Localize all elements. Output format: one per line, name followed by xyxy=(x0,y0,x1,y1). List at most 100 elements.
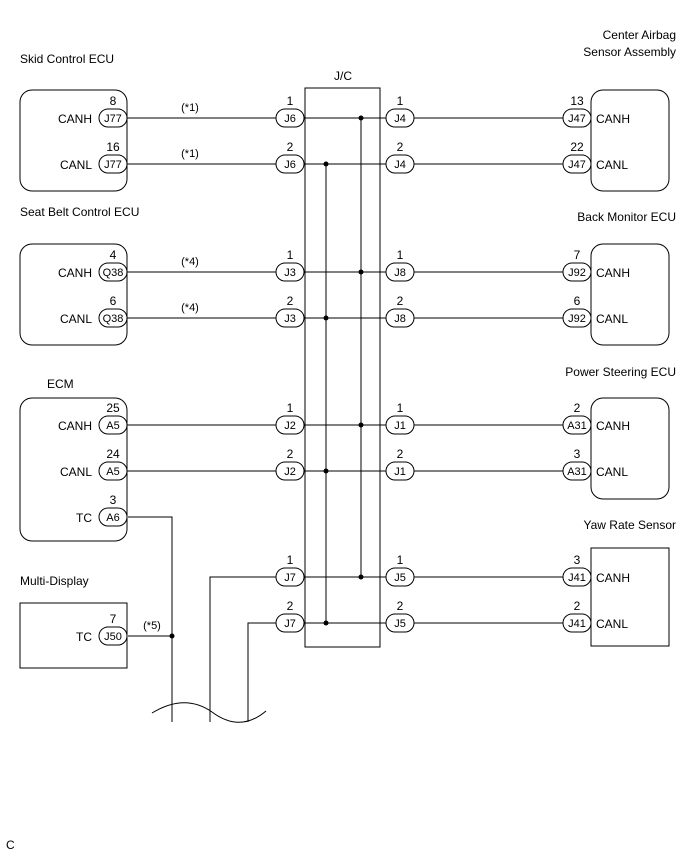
cut-wave-line xyxy=(151,702,267,723)
jc-left-pin-number: 2 xyxy=(287,447,294,461)
left-signal-label: CANL xyxy=(60,465,92,479)
jc-right-connector-label: J5 xyxy=(394,618,406,630)
wire-note: (*4) xyxy=(181,256,199,268)
right-signal-label: CANH xyxy=(596,266,630,280)
jc-right-connector-shape xyxy=(385,108,415,128)
jc-right-pin-number: 1 xyxy=(397,553,404,567)
right-component-title: Center Airbag xyxy=(603,28,676,42)
jc-left-pin-number: 1 xyxy=(287,401,294,415)
left-connector-label: A6 xyxy=(106,512,119,524)
jc-right-connector-label: J1 xyxy=(394,420,406,432)
right-signal-label: CANL xyxy=(596,617,628,631)
jc-left-connector-label: J7 xyxy=(284,618,296,630)
left-connector-label: A5 xyxy=(106,420,119,432)
right-pin-number: 13 xyxy=(570,94,584,108)
right-pin-number: 2 xyxy=(574,401,581,415)
left-pin-number: 16 xyxy=(106,140,120,154)
left-pin-number: 25 xyxy=(106,401,120,415)
left-pin-number: 6 xyxy=(110,294,117,308)
left-component-title: Skid Control ECU xyxy=(20,52,114,66)
left-signal-label: CANH xyxy=(58,419,92,433)
jc-left-connector-label: J7 xyxy=(284,572,296,584)
yaw-rate-sensor-box xyxy=(590,547,670,647)
jc-right-connector-shape xyxy=(385,415,415,435)
left-pin-number: 4 xyxy=(110,248,117,262)
right-pin-number: 6 xyxy=(574,294,581,308)
right-component-title: Sensor Assembly xyxy=(583,45,676,59)
jc-left-pin-number: 1 xyxy=(287,553,294,567)
left-pin-number: 7 xyxy=(110,612,117,626)
splice-dot xyxy=(323,468,329,474)
jc-right-connector-label: J1 xyxy=(394,466,406,478)
jc-right-connector-shape xyxy=(385,262,415,282)
left-pin-number: 3 xyxy=(110,493,117,507)
jc-right-connector-label: J8 xyxy=(394,313,406,325)
left-component-title: ECM xyxy=(47,377,74,391)
jc-right-pin-number: 1 xyxy=(397,401,404,415)
jc-left-pin-number: 2 xyxy=(287,140,294,154)
right-pin-number: 2 xyxy=(574,599,581,613)
jc-right-connector-label: J5 xyxy=(394,572,406,584)
left-component-title: Multi-Display xyxy=(20,574,89,588)
left-connector-shape xyxy=(98,626,128,646)
left-connector-label: J50 xyxy=(104,631,122,643)
right-connector-label: J47 xyxy=(568,113,586,125)
right-signal-label: CANL xyxy=(596,312,628,326)
right-connector-label: J92 xyxy=(568,313,586,325)
right-signal-label: CANH xyxy=(596,571,630,585)
jc-left-pin-number: 2 xyxy=(287,599,294,613)
left-pin-number: 8 xyxy=(110,94,117,108)
right-signal-label: CANH xyxy=(596,419,630,433)
jc-left-connector-label: J2 xyxy=(284,420,296,432)
back-monitor-ecu-box xyxy=(590,243,670,346)
jc-left-pin-number: 2 xyxy=(287,294,294,308)
jc-right-pin-number: 1 xyxy=(397,94,404,108)
right-pin-number: 22 xyxy=(570,140,584,154)
jc-left-connector-label: J3 xyxy=(284,267,296,279)
right-signal-label: CANL xyxy=(596,465,628,479)
left-signal-label: TC xyxy=(76,630,92,644)
left-pin-number: 24 xyxy=(106,447,120,461)
right-pin-number: 7 xyxy=(574,248,581,262)
splice-dot xyxy=(358,115,364,121)
jc-right-connector-shape xyxy=(385,613,415,633)
right-component-title: Yaw Rate Sensor xyxy=(584,518,677,532)
splice-dot xyxy=(323,315,329,321)
splice-dot xyxy=(323,161,329,167)
left-signal-label: CANH xyxy=(58,112,92,126)
jc-right-pin-number: 2 xyxy=(397,140,404,154)
right-pin-number: 3 xyxy=(574,553,581,567)
jc-left-pin-number: 1 xyxy=(287,94,294,108)
wire-note: (*1) xyxy=(181,148,199,160)
jc-right-pin-number: 1 xyxy=(397,248,404,262)
power-steering-ecu-box xyxy=(590,397,670,500)
tc-splice-dot xyxy=(169,633,175,639)
jc-right-connector-shape xyxy=(385,154,415,174)
left-connector-label: A5 xyxy=(106,466,119,478)
right-connector-label: A31 xyxy=(567,466,587,478)
tc-wire-ecm xyxy=(128,516,173,722)
left-component-title: Seat Belt Control ECU xyxy=(20,205,139,219)
jc-left-connector-label: J2 xyxy=(284,466,296,478)
right-connector-label: J47 xyxy=(568,159,586,171)
right-connector-label: J41 xyxy=(568,618,586,630)
right-signal-label: CANL xyxy=(596,158,628,172)
right-component-title: Back Monitor ECU xyxy=(577,210,676,224)
junction-connector-box xyxy=(304,87,381,648)
right-connector-label: J41 xyxy=(568,572,586,584)
jc-left-connector-label: J3 xyxy=(284,313,296,325)
splice-dot xyxy=(323,620,329,626)
wire-note: (*4) xyxy=(181,302,199,314)
wire-note: (*1) xyxy=(181,102,199,114)
jc-left-pin-number: 1 xyxy=(287,248,294,262)
jc-left-connector-label: J6 xyxy=(284,113,296,125)
right-pin-number: 3 xyxy=(574,447,581,461)
junction-connector-label: J/C xyxy=(334,69,352,83)
jc-right-connector-label: J4 xyxy=(394,113,406,125)
left-signal-label: CANL xyxy=(60,158,92,172)
left-connector-shape xyxy=(98,507,128,527)
left-connector-label: J77 xyxy=(104,113,122,125)
right-connector-label: A31 xyxy=(567,420,587,432)
j7-pin1-wire xyxy=(209,576,276,722)
